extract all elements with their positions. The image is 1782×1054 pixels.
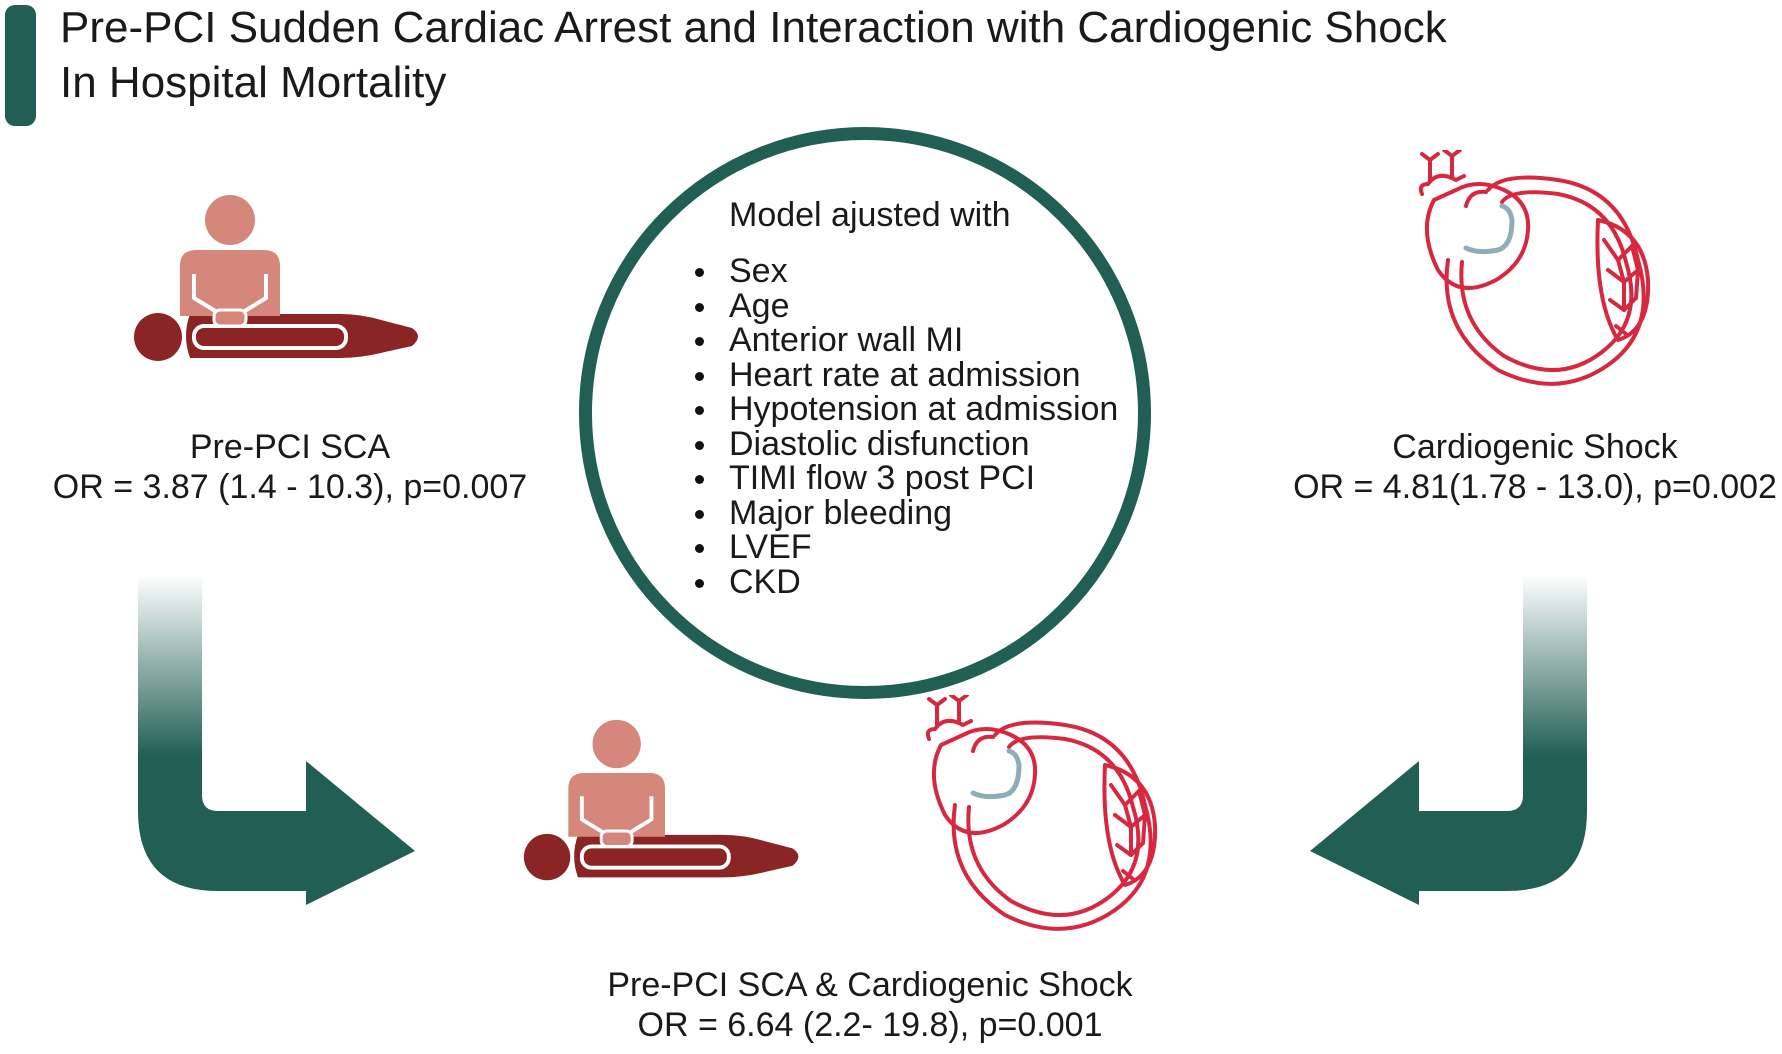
model-title: Model ajusted with — [729, 196, 1011, 234]
bullet-icon — [695, 371, 704, 381]
list-item: Hypotension at admission — [695, 392, 1118, 427]
list-item: LVEF — [695, 530, 1118, 565]
list-item: CKD — [695, 564, 1118, 600]
shock-label: Cardiogenic Shock — [1392, 428, 1678, 466]
combined-label: Pre-PCI SCA & Cardiogenic Shock — [607, 966, 1133, 1004]
bullet-icon — [695, 302, 704, 312]
bullet-icon — [695, 544, 704, 553]
bullet-icon — [695, 475, 704, 484]
list-item: Diastolic disfunction — [695, 426, 1118, 462]
combined-caption: Pre-PCI SCA & Cardiogenic Shock OR = 6.6… — [560, 965, 1180, 1045]
bullet-icon — [695, 578, 704, 588]
combined-stat: OR = 6.64 (2.2- 19.8), p=0.001 — [637, 1006, 1103, 1044]
sca-stat: OR = 3.87 (1.4 - 10.3), p=0.007 — [52, 468, 528, 506]
curved-arrow-right-icon — [138, 575, 415, 905]
list-item: Age — [695, 288, 1118, 324]
list-item: Anterior wall MI — [695, 323, 1118, 358]
shock-stat: OR = 4.81(1.78 - 13.0), p=0.002 — [1293, 468, 1777, 506]
list-item: TIMI flow 3 post PCI — [695, 461, 1118, 496]
page-subtitle: In Hospital Mortality — [60, 58, 447, 107]
list-item: Heart rate at admission — [695, 357, 1118, 393]
heart-circulation-icon — [1408, 150, 1668, 410]
bullet-icon — [695, 509, 704, 519]
curved-arrow-left-icon — [1310, 575, 1587, 905]
title-accent-bar — [5, 5, 36, 126]
sca-caption: Pre-PCI SCA OR = 3.87 (1.4 - 10.3), p=0.… — [50, 427, 530, 507]
page-title: Pre-PCI Sudden Cardiac Arrest and Intera… — [60, 3, 1447, 52]
heart-circulation-icon — [915, 695, 1175, 955]
list-item: Sex — [695, 254, 1118, 289]
model-covariate-list: Sex Age Anterior wall MI Heart rate at a… — [695, 254, 1118, 599]
bullet-icon — [695, 268, 704, 277]
shock-caption: Cardiogenic Shock OR = 4.81(1.78 - 13.0)… — [1288, 427, 1782, 507]
bullet-icon — [695, 406, 704, 415]
bullet-icon — [695, 440, 704, 450]
cpr-person-icon — [130, 190, 430, 370]
bullet-icon — [695, 337, 704, 346]
cpr-person-icon — [520, 715, 810, 889]
list-item: Major bleeding — [695, 495, 1118, 531]
sca-label: Pre-PCI SCA — [189, 428, 391, 466]
